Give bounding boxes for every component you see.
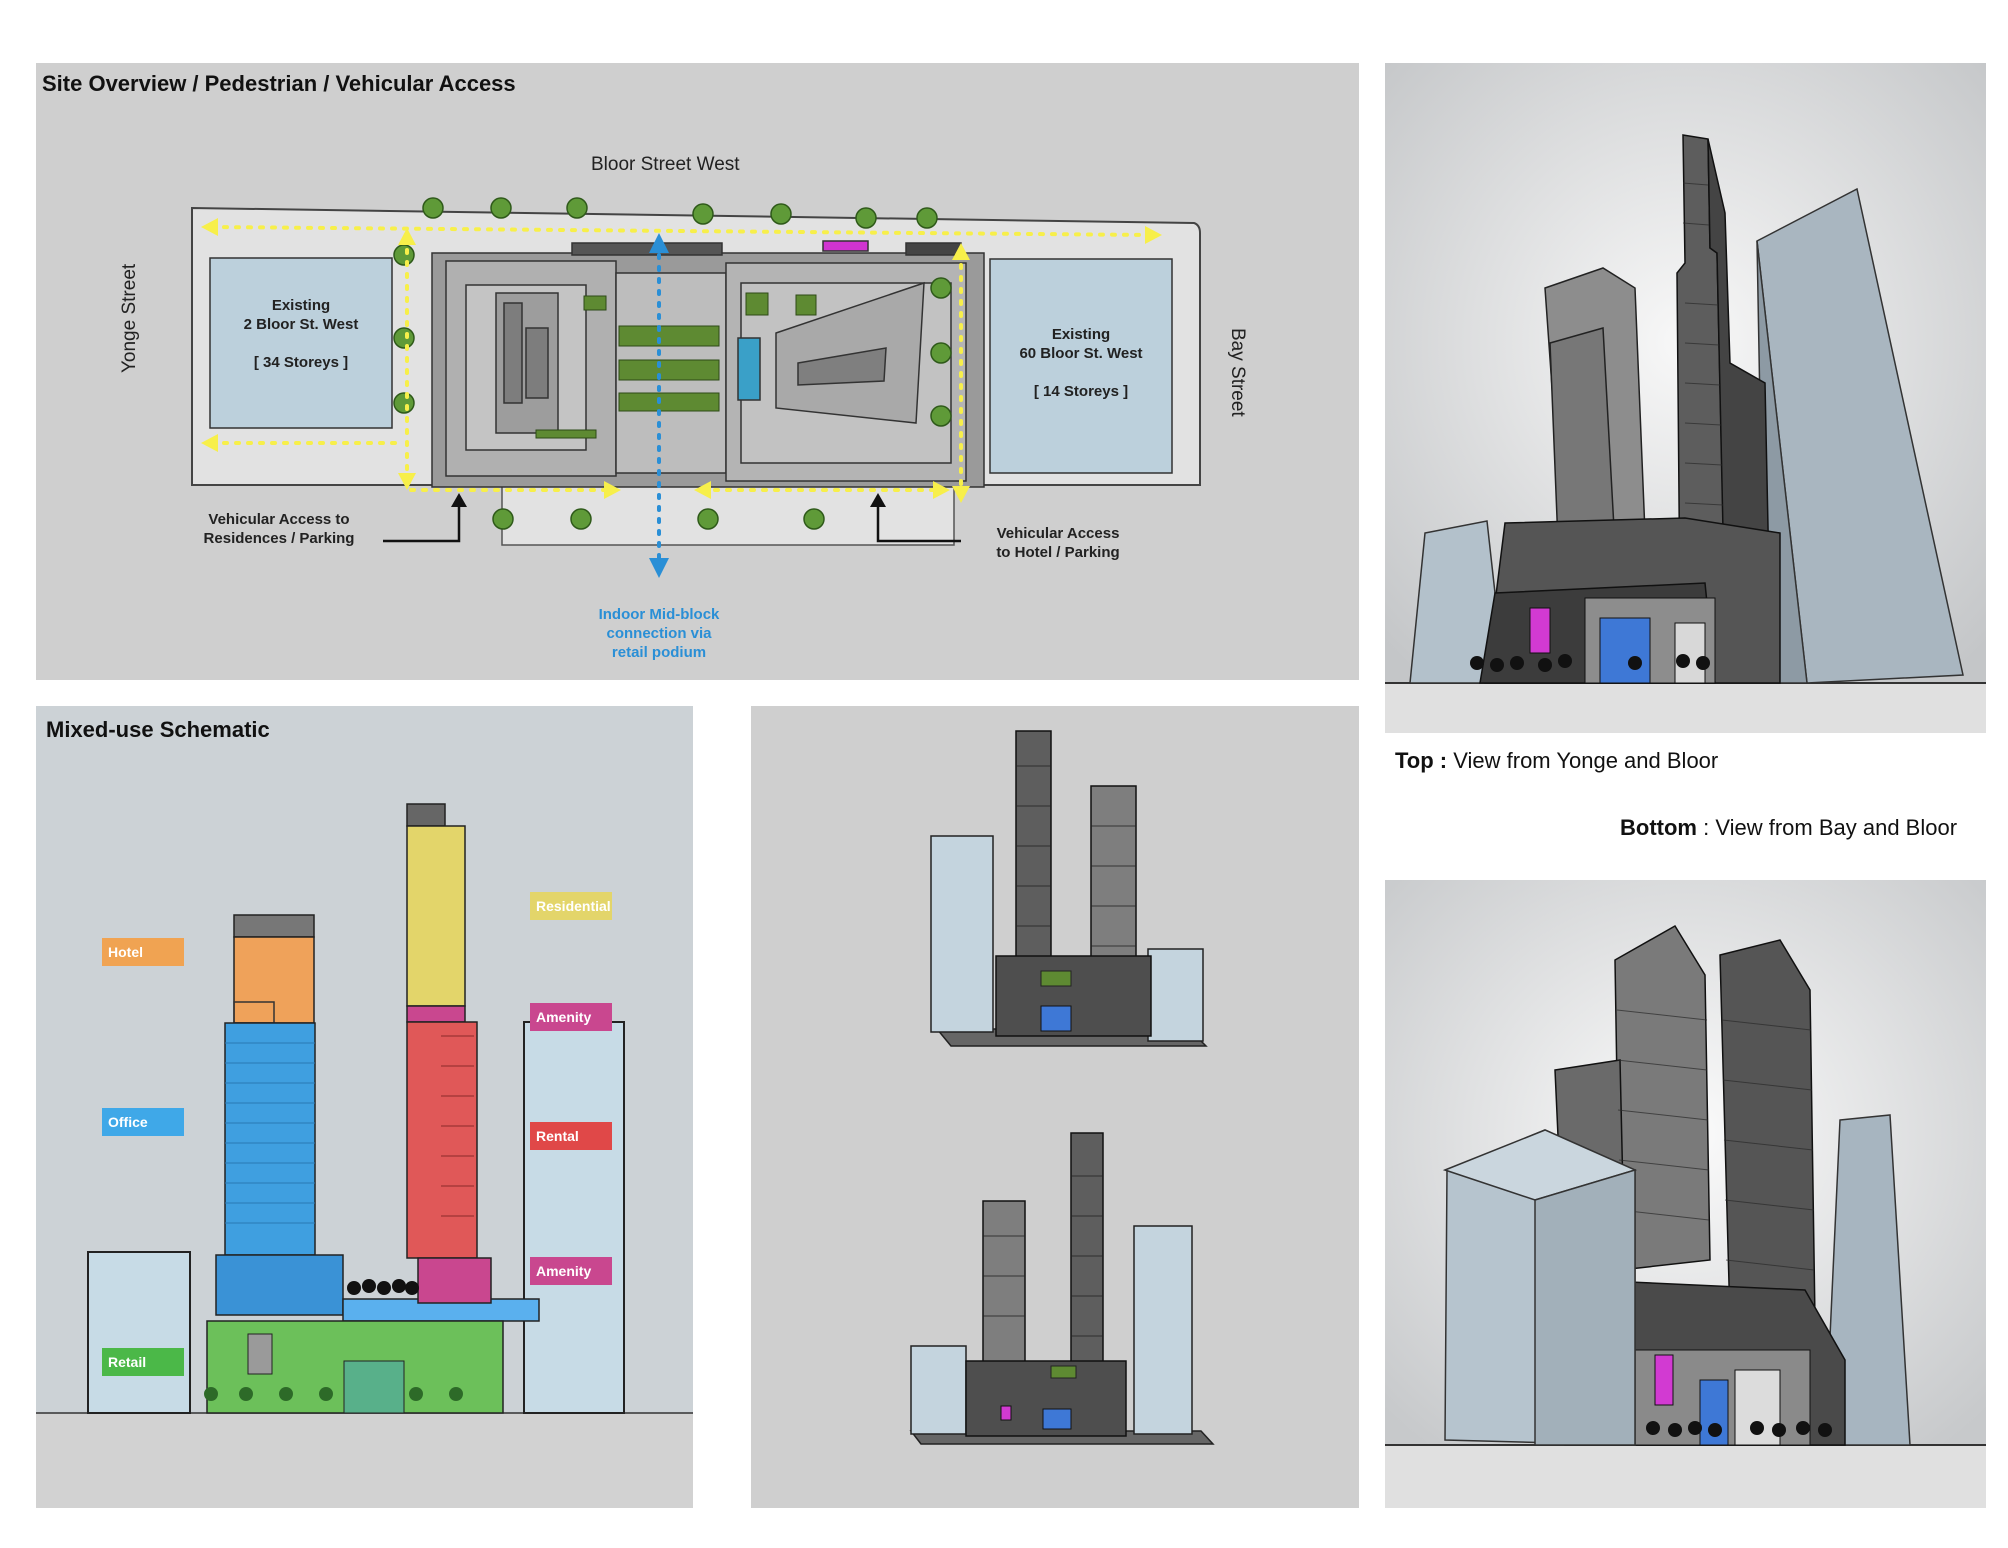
caption-bottom: Bottom : View from Bay and Bloor (1620, 815, 1958, 840)
render-view-bay-bloor (1385, 880, 1986, 1508)
massing-axonometric-drawing (909, 730, 1215, 1445)
site-overview-panel: Site Overview / Pedestrian / Vehicular A… (36, 63, 1359, 680)
legend-office: Office (102, 1108, 184, 1136)
legend-residential: Residential (530, 892, 612, 920)
existing-building-60-bloor (989, 258, 1173, 474)
green-roofs (535, 292, 817, 439)
street-label-bloor: Bloor Street West (591, 154, 740, 175)
existing-east-label: Existing 60 Bloor St. West [ 14 Storeys … (1019, 326, 1143, 400)
mixed-use-schematic-title: Mixed-use Schematic (46, 717, 270, 742)
pedestrian-routes (210, 225, 1153, 495)
existing-west-label: Existing 2 Bloor St. West [ 34 Storeys ] (243, 297, 359, 371)
mixed-use-section-drawing (36, 803, 693, 1508)
pedestrian-arrowheads (201, 218, 1162, 503)
legend-retail: Retail (102, 1348, 184, 1376)
legend-amenity-lower: Amenity (530, 1257, 612, 1285)
caption-top: Top : View from Yonge and Bloor (1395, 748, 1719, 773)
legend-rental: Rental (530, 1122, 612, 1150)
legend-hotel: Hotel (102, 938, 184, 966)
massing-axonometric-panel (751, 706, 1359, 1508)
vehicular-access-arrows (383, 503, 961, 543)
midblock-label: Indoor Mid-block connection via retail p… (598, 606, 720, 661)
vehicular-access-west-label: Vehicular Access to Residences / Parking (203, 511, 355, 547)
legend-amenity-upper: Amenity (530, 1003, 612, 1031)
site-overview-title: Site Overview / Pedestrian / Vehicular A… (42, 71, 516, 96)
mixed-use-schematic-panel: Mixed-use Schematic (36, 706, 693, 1508)
vehicular-access-east-label: Vehicular Access to Hotel / Parking (996, 525, 1120, 561)
render-view-yonge-bloor (1385, 63, 1986, 733)
midblock-connection (649, 233, 669, 578)
existing-building-2-bloor (209, 257, 393, 429)
street-trees (393, 197, 952, 530)
site-plan-drawing (191, 197, 1201, 578)
